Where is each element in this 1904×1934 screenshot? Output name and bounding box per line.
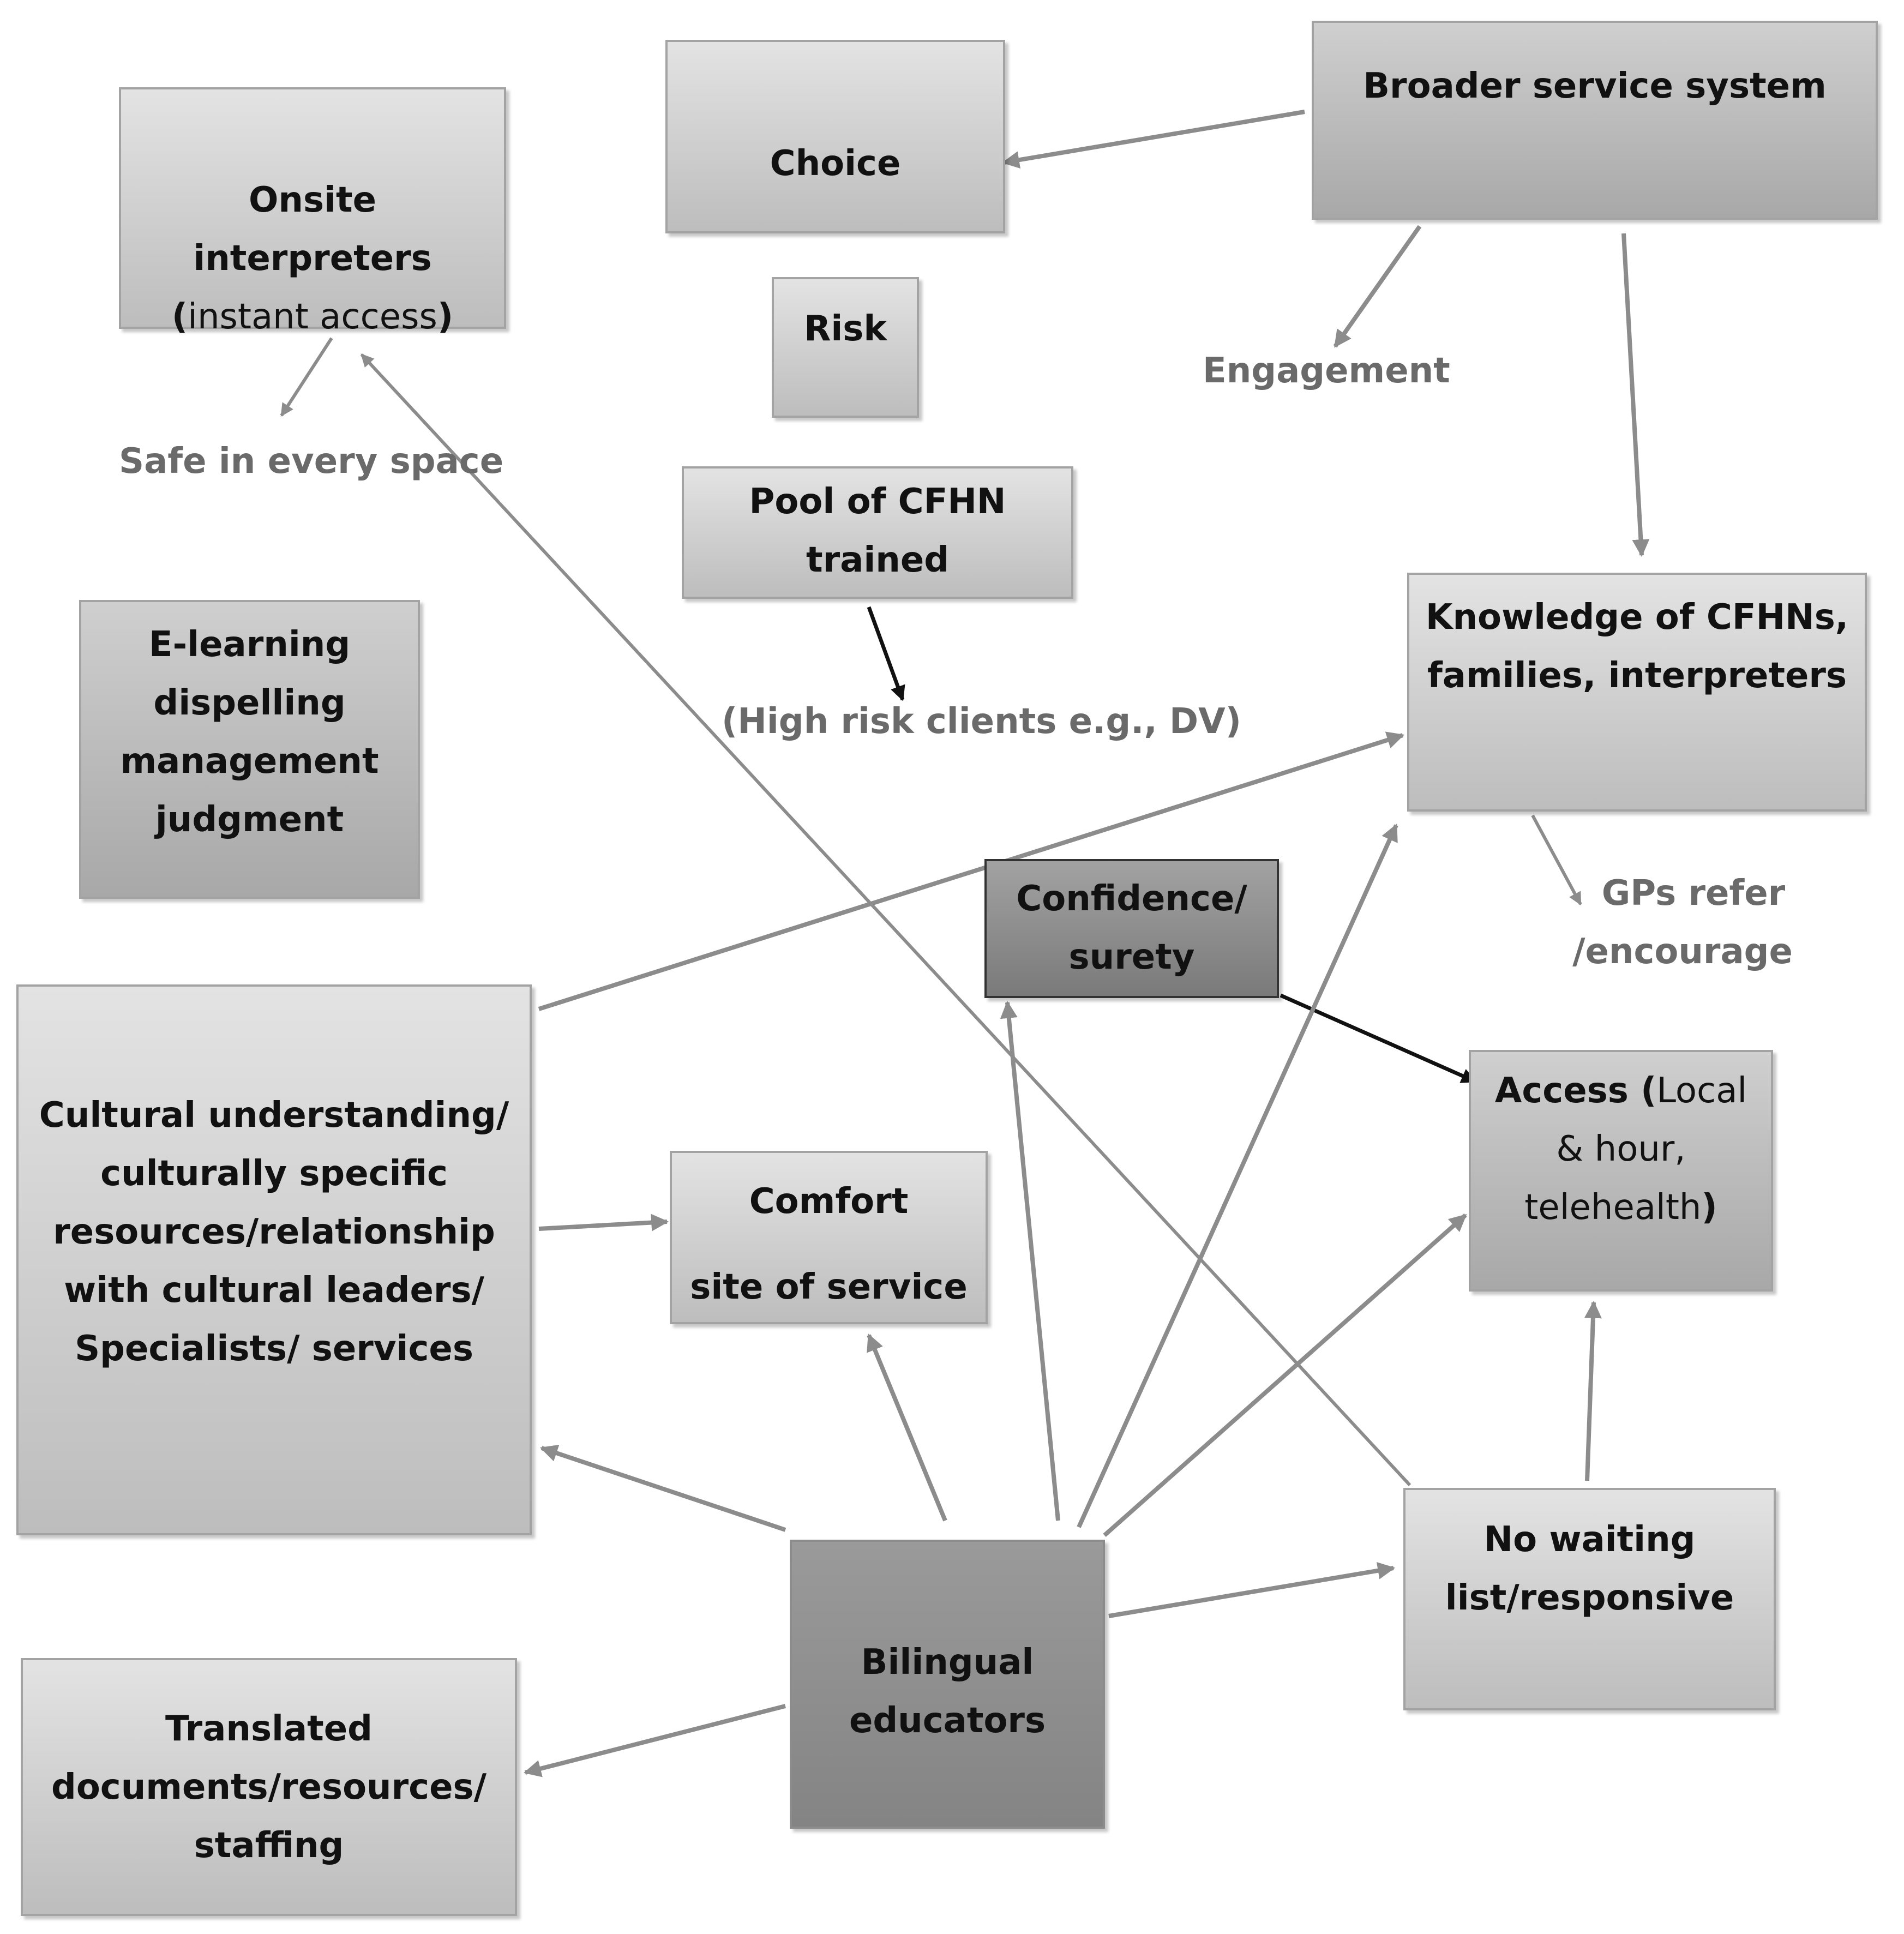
node-pool-cfhn: Pool of CFHN trained bbox=[682, 466, 1073, 599]
cultural-line4: with cultural leaders/ bbox=[64, 1270, 484, 1311]
arrow-cultural-to-comfort bbox=[538, 1214, 669, 1232]
access-telehealth: telehealth bbox=[1524, 1187, 1702, 1228]
label-engagement: Engagement bbox=[1203, 351, 1450, 391]
arrow-broader-to-choice bbox=[1001, 110, 1305, 169]
node-comfort: Comfort site of service bbox=[670, 1151, 988, 1324]
translated-line1: Translated bbox=[165, 1709, 373, 1749]
broader-label: Broader service system bbox=[1363, 66, 1827, 106]
onsite-instant-access: instant access bbox=[188, 297, 437, 337]
bilingual-line2: educators bbox=[849, 1701, 1046, 1741]
translated-line2: documents/resources/ bbox=[51, 1767, 486, 1807]
arrow-broader-to-knowledge bbox=[1621, 233, 1650, 557]
onsite-line2: interpreters bbox=[193, 238, 432, 279]
access-line3: telehealth) bbox=[1471, 1179, 1771, 1237]
cultural-line5: Specialists/ services bbox=[75, 1329, 473, 1369]
gps-line1: GPs refer bbox=[1601, 873, 1786, 914]
access-paren-close: ) bbox=[1701, 1187, 1717, 1228]
arrow-cultural-to-knowledge bbox=[538, 731, 1405, 1011]
nowaiting-line1: No waiting bbox=[1483, 1519, 1696, 1560]
node-confidence-surety: Confidence/ surety bbox=[984, 859, 1279, 998]
arrow-bilingual-to-nowaiting bbox=[1108, 1562, 1396, 1618]
access-line2: & hour, bbox=[1556, 1129, 1686, 1169]
elearning-line1: E-learning bbox=[148, 624, 351, 665]
elearning-line2: dispelling bbox=[153, 683, 346, 723]
label-gps-refer: GPs refer /encourage bbox=[1557, 864, 1808, 981]
comfort-line1: Comfort bbox=[749, 1181, 909, 1222]
arrow-bilingual-to-comfort bbox=[867, 1334, 947, 1522]
arrow-nowaiting-to-onsite bbox=[360, 353, 1412, 1487]
node-access: Access (Local & hour, telehealth) bbox=[1469, 1050, 1773, 1292]
confidence-line2: surety bbox=[1068, 937, 1195, 977]
cultural-line1: Cultural understanding/ bbox=[39, 1095, 509, 1136]
confidence-line1: Confidence/ bbox=[1016, 879, 1247, 919]
gps-line2: /encourage bbox=[1572, 932, 1793, 972]
onsite-line1: Onsite bbox=[249, 180, 376, 220]
arrow-broader-to-engagement bbox=[1333, 225, 1422, 348]
cultural-line3: resources/relationship bbox=[53, 1212, 495, 1252]
node-knowledge: Knowledge of CFHNs, families, interprete… bbox=[1407, 573, 1867, 812]
arrow-onsite-to-safe bbox=[280, 337, 333, 417]
elearning-line4: judgment bbox=[155, 800, 344, 840]
arrow-knowledge-to-gps bbox=[1531, 814, 1582, 906]
node-bilingual-educators: Bilingual educators bbox=[790, 1540, 1105, 1829]
onsite-paren-open: ( bbox=[171, 297, 188, 337]
node-choice: Choice bbox=[665, 40, 1005, 233]
arrow-pool-to-highrisk bbox=[867, 606, 905, 701]
nowaiting-line2: list/responsive bbox=[1445, 1578, 1734, 1618]
pool-line1: Pool of CFHN bbox=[749, 482, 1006, 522]
node-broader-service-system: Broader service system bbox=[1312, 21, 1878, 220]
knowledge-line1: Knowledge of CFHNs, bbox=[1425, 597, 1849, 638]
arrow-bilingual-to-cultural bbox=[539, 1444, 786, 1532]
node-elearning: E-learning dispelling management judgmen… bbox=[79, 600, 420, 899]
arrow-bilingual-to-knowledge bbox=[1077, 824, 1398, 1528]
arrow-bilingual-to-confidence bbox=[1000, 1000, 1060, 1521]
access-paren-open: ( bbox=[1628, 1071, 1657, 1111]
knowledge-line2: families, interpreters bbox=[1427, 656, 1847, 696]
risk-label: Risk bbox=[804, 309, 887, 349]
arrow-confidence-to-access bbox=[1280, 993, 1477, 1084]
onsite-paren-close: ) bbox=[437, 297, 454, 337]
bilingual-line1: Bilingual bbox=[861, 1642, 1034, 1683]
arrow-bilingual-to-translated bbox=[523, 1704, 786, 1777]
arrow-bilingual-to-access bbox=[1103, 1214, 1467, 1537]
access-local: Local bbox=[1656, 1071, 1747, 1111]
label-safe-in-every-space: Safe in every space bbox=[119, 441, 504, 482]
access-line1: Access (Local bbox=[1471, 1062, 1771, 1120]
comfort-line2: site of service bbox=[690, 1267, 968, 1307]
node-cultural-understanding: Cultural understanding/ culturally speci… bbox=[16, 984, 532, 1535]
choice-label: Choice bbox=[770, 143, 901, 184]
node-translated-documents: Translated documents/resources/ staffing bbox=[21, 1658, 517, 1916]
cultural-line2: culturally specific bbox=[100, 1154, 448, 1194]
label-high-risk-clients: (High risk clients e.g., DV) bbox=[722, 701, 1241, 742]
elearning-line3: management bbox=[120, 741, 379, 782]
arrow-nowaiting-to-access bbox=[1584, 1300, 1602, 1481]
pool-line2: trained bbox=[806, 540, 950, 580]
node-onsite-interpreters: Onsite interpreters (instant access) bbox=[119, 87, 506, 337]
access-bold: Access bbox=[1494, 1071, 1629, 1111]
translated-line3: staffing bbox=[194, 1825, 344, 1866]
node-risk: Risk bbox=[772, 277, 919, 418]
onsite-line3: (instant access) bbox=[121, 288, 504, 346]
node-no-waiting-list: No waiting list/responsive bbox=[1403, 1488, 1776, 1710]
